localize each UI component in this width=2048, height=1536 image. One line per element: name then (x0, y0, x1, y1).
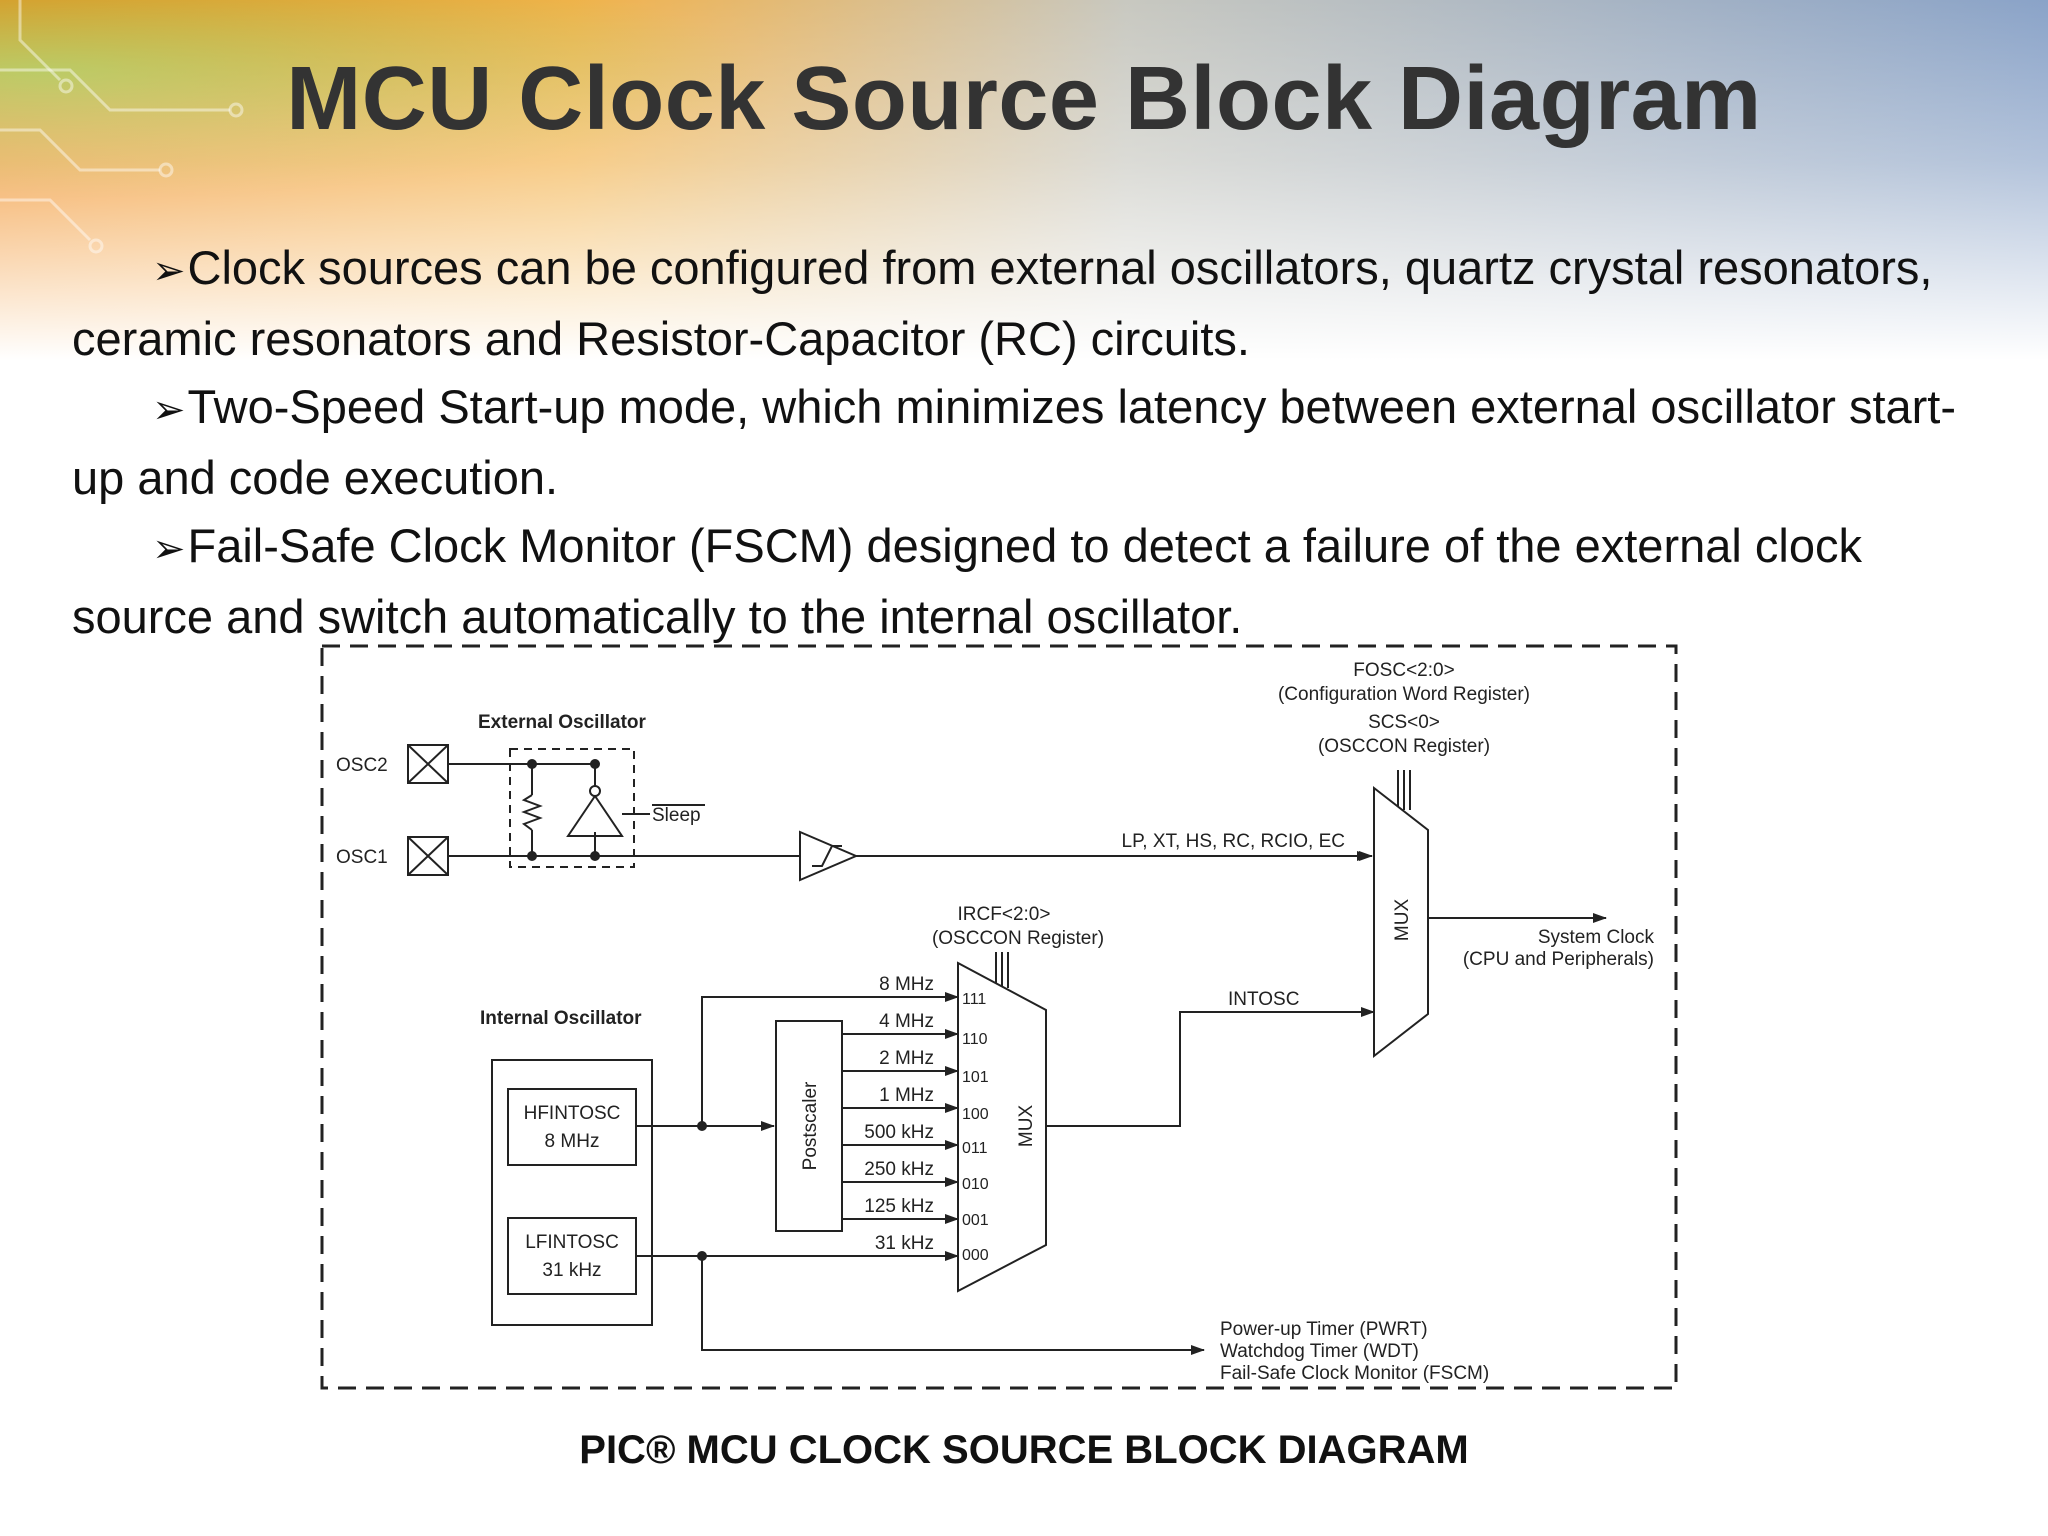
system-clock-label: System Clock (1538, 927, 1655, 948)
main-mux-label: MUX (1392, 899, 1413, 942)
external-modes-label: LP, XT, HS, RC, RCIO, EC (1122, 831, 1345, 852)
sleep-label: Sleep (652, 805, 701, 826)
arrowhead-bullet-icon: ➢ (152, 387, 186, 433)
freq-label: 8 MHz (879, 974, 934, 995)
osc1-label: OSC1 (336, 847, 388, 868)
output-label: Fail-Safe Clock Monitor (FSCM) (1220, 1363, 1489, 1384)
lfintosc-block (507, 1217, 637, 1295)
external-oscillator-label: External Oscillator (478, 712, 647, 733)
bullet-item: ➢Fail-Safe Clock Monitor (FSCM) designed… (72, 512, 1972, 651)
mux-code-label: 001 (962, 1212, 989, 1229)
postscaler-label: Postscaler (800, 1081, 821, 1170)
mux-code-label: 011 (962, 1140, 988, 1157)
postscaler-block (775, 1020, 843, 1232)
intosc-label: INTOSC (1228, 989, 1299, 1010)
ircf-register-label: (OSCCON Register) (932, 928, 1104, 949)
osc2-label: OSC2 (336, 755, 388, 776)
freq-label: 125 kHz (864, 1196, 934, 1217)
fosc-label: FOSC<2:0> (1353, 660, 1454, 681)
scs-register-label: (OSCCON Register) (1318, 736, 1490, 757)
output-label: Watchdog Timer (WDT) (1220, 1341, 1419, 1362)
freq-label: 500 kHz (864, 1122, 934, 1143)
mux-code-label: 010 (962, 1176, 989, 1193)
freq-label: 1 MHz (879, 1085, 934, 1106)
freq-label: 31 kHz (875, 1233, 934, 1254)
mux-code-label: 100 (962, 1106, 989, 1123)
scs-label: SCS<0> (1368, 712, 1440, 733)
frequency-mux-symbol (957, 961, 1047, 1293)
circuit-trace-decoration (0, 0, 244, 254)
bullet-text: Two-Speed Start-up mode, which minimizes… (72, 380, 1957, 504)
fosc-register-label: (Configuration Word Register) (1278, 684, 1530, 705)
bullet-list: ➢Clock sources can be configured from ex… (72, 234, 1972, 651)
main-mux-symbol (1373, 785, 1429, 1059)
mux-code-label: 101 (962, 1069, 989, 1086)
hfintosc-label: HFINTOSC (524, 1103, 621, 1124)
hfintosc-block (507, 1088, 637, 1166)
arrowhead-bullet-icon: ➢ (152, 526, 186, 572)
hfintosc-freq-label: 8 MHz (545, 1131, 600, 1152)
slide-title: MCU Clock Source Block Diagram (286, 49, 1762, 149)
freq-label: 4 MHz (879, 1011, 934, 1032)
ircf-label: IRCF<2:0> (958, 904, 1051, 925)
bullet-text: Fail-Safe Clock Monitor (FSCM) designed … (72, 519, 1862, 643)
resistor-symbol (521, 794, 543, 831)
output-label: Power-up Timer (PWRT) (1220, 1319, 1428, 1340)
mux-code-label: 000 (962, 1247, 989, 1264)
system-clock-sub-label: (CPU and Peripherals) (1463, 949, 1654, 970)
inverter-symbol (566, 794, 624, 837)
arrowhead-bullet-icon: ➢ (152, 248, 186, 294)
freq-label: 2 MHz (879, 1048, 934, 1069)
bullet-item: ➢Two-Speed Start-up mode, which minimize… (72, 373, 1972, 512)
bullet-item: ➢Clock sources can be configured from ex… (72, 234, 1972, 373)
diagram-caption: PIC® MCU CLOCK SOURCE BLOCK DIAGRAM (579, 1428, 1469, 1472)
freq-label: 250 kHz (864, 1159, 934, 1180)
lfintosc-label: LFINTOSC (525, 1232, 619, 1253)
oscillator-circuit-box (509, 748, 635, 868)
internal-oscillator-box (491, 1059, 653, 1326)
mux-code-label: 110 (962, 1031, 988, 1048)
lfintosc-freq-label: 31 kHz (542, 1260, 601, 1281)
frequency-mux-label: MUX (1016, 1105, 1037, 1148)
bullet-text: Clock sources can be configured from ext… (72, 241, 1933, 365)
mux-code-label: 111 (962, 991, 986, 1008)
internal-oscillator-label: Internal Oscillator (480, 1008, 642, 1029)
